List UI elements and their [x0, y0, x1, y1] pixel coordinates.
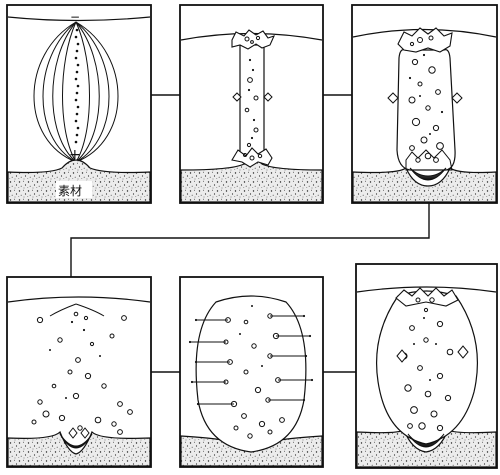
panel-6	[356, 264, 497, 468]
panel-1: − + 素材	[7, 5, 151, 203]
minus-sign: −	[70, 10, 80, 24]
substrate-label: 素材	[58, 184, 82, 198]
large-cavity	[196, 296, 306, 452]
panel-4	[7, 277, 151, 467]
panel-2	[180, 5, 323, 203]
bridge-column	[240, 45, 264, 157]
panel-3	[352, 5, 497, 203]
panel-5	[180, 277, 323, 467]
